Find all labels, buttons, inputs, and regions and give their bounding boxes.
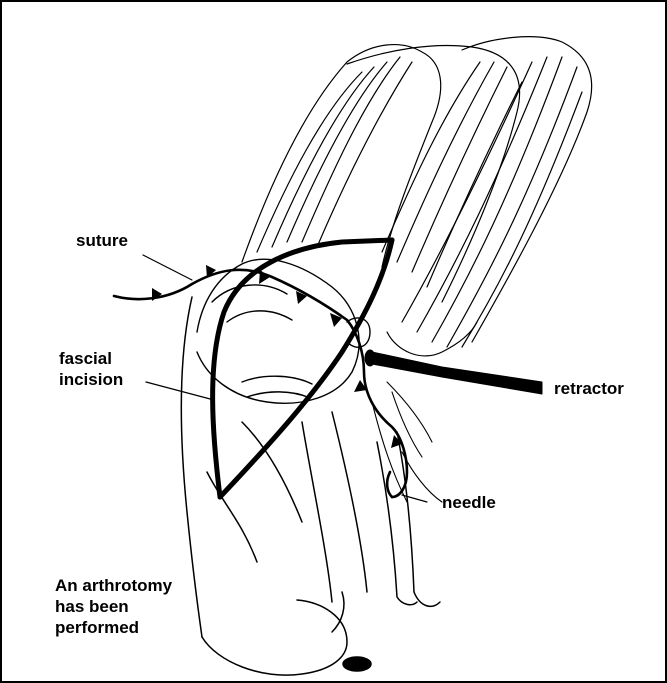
label-fascial-incision: fascial incision (59, 348, 123, 390)
caption-line1: An arthrotomy (55, 575, 172, 596)
suture-arrowheads (152, 265, 402, 448)
label-suture: suture (76, 230, 128, 251)
suture-thread (114, 270, 407, 497)
label-fascial-line2: incision (59, 369, 123, 390)
caption-line2: has been (55, 596, 172, 617)
caption: An arthrotomy has been performed (55, 575, 172, 638)
caption-line3: performed (55, 617, 172, 638)
label-needle: needle (442, 492, 496, 513)
label-fascial-line1: fascial (59, 348, 123, 369)
label-retractor: retractor (554, 378, 624, 399)
calf-muscles (372, 382, 442, 502)
thigh-muscles (242, 37, 592, 356)
